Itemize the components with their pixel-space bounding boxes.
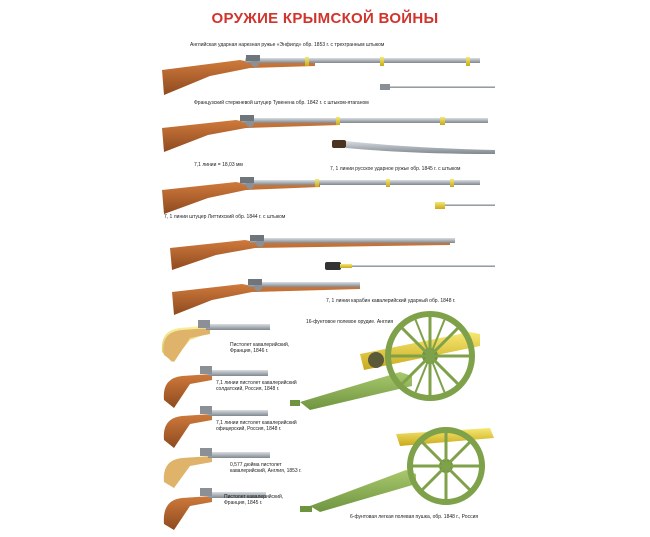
caption-carbine: 7, 1 линии карабин кавалерийский ударный… — [326, 298, 456, 304]
caption-pistol-2: 7,1 линии пистолет кавалерийский солдатс… — [216, 380, 297, 392]
pistol-russia-soldier-1848 — [163, 366, 268, 408]
weapons-poster: ОРУЖИЕ КРЫМСКОЙ ВОЙНЫ — [150, 0, 500, 537]
thouvenin-rifle — [162, 115, 488, 152]
enfield-rifle — [162, 55, 480, 95]
caption-pistol-5: Пистолет кавалерийский, Франция, 1845 г. — [224, 494, 284, 506]
caption-enfield: Английская ударная нарезная ружье «Энфил… — [190, 42, 385, 48]
caption-littich: 7, 1 линии штуцер Литтихский обр. 1844 г… — [164, 214, 286, 220]
triangular-bayonet — [435, 202, 495, 209]
poster-illustrations — [161, 55, 495, 530]
caption-cannon-6: 6-фунтовая легкая полевая пушка, обр. 18… — [350, 514, 479, 520]
littich-bayonet — [325, 262, 495, 270]
pistol-france-1845 — [163, 488, 266, 530]
caption-pistol-1: Пистолет кавалерийский, Франция, 1846 г. — [230, 342, 290, 354]
pistol-england-1853 — [163, 448, 270, 488]
caption-pistol-4: 0,577 дюйма пистолет кавалерийский, Англ… — [230, 462, 302, 474]
caption-line-note: 7,1 линии = 18,03 мм — [194, 162, 243, 168]
yataghan-bayonet — [332, 140, 495, 154]
caption-thouvenin: Французский стержневой штуцер Тувенена о… — [194, 100, 369, 106]
caption-cannon-16: 16-фунтовое полевое орудие. Англия — [306, 319, 394, 325]
russian-musket-1845 — [162, 177, 480, 214]
pistol-russia-officer-1848 — [163, 406, 268, 448]
enfield-bayonet — [380, 84, 495, 90]
caption-russian-musket: 7, 1 линии русское ударное ружье обр. 18… — [330, 166, 461, 172]
caption-pistol-3: 7,1 линии пистолет кавалерийский офицерс… — [216, 420, 297, 432]
cannon-16-pounder — [290, 311, 480, 410]
cannon-6-pounder — [300, 427, 494, 512]
littich-rifle — [170, 235, 455, 270]
pistol-france-1846 — [161, 320, 270, 362]
cavalry-carbine — [172, 279, 360, 315]
poster-title: ОРУЖИЕ КРЫМСКОЙ ВОЙНЫ — [211, 10, 439, 27]
